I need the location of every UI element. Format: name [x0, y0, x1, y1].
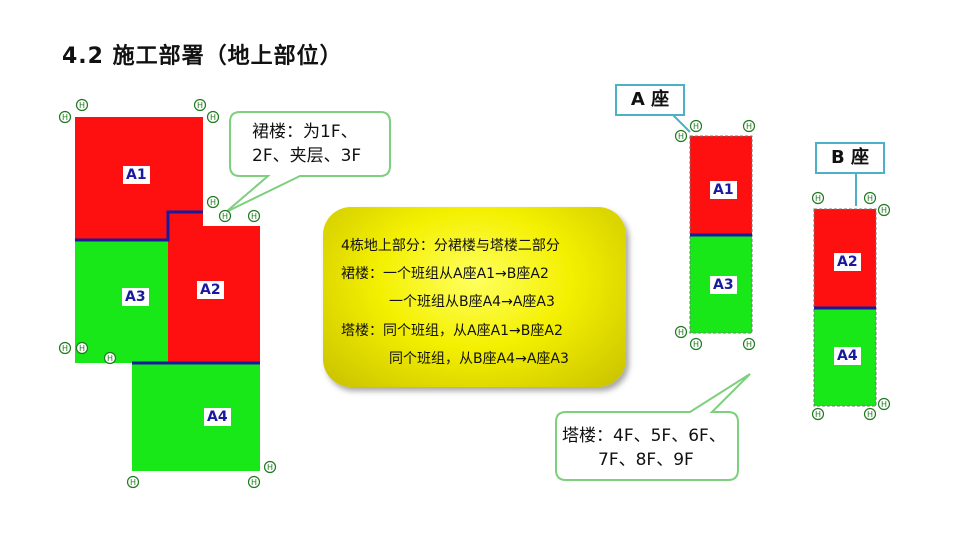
building-b-plan — [813, 208, 877, 407]
svg-text:H: H — [746, 340, 752, 349]
axis-marker: H — [863, 191, 877, 205]
page-title: 4.2 施工部署（地上部位） — [62, 44, 343, 69]
svg-text:H: H — [678, 132, 684, 141]
zone-label-bldg-a-a3: A3 — [710, 276, 737, 294]
callout-tower-line-2: 7F、8F、9F — [598, 450, 694, 470]
axis-marker: H — [58, 341, 72, 355]
callout-podium-text: 裙楼：为1F、 2F、夹层、3F — [252, 120, 361, 168]
callout-podium-bubble — [225, 111, 391, 213]
svg-text:H: H — [210, 198, 216, 207]
svg-text:H: H — [222, 212, 228, 221]
building-a-plan — [689, 135, 753, 334]
zone-label-bldg-a-a1: A1 — [710, 181, 737, 199]
svg-text:H: H — [107, 354, 113, 363]
zone-label-left-a3: A3 — [122, 288, 149, 306]
summary-line-4: 塔楼：同个班组，从A座A1→B座A2 — [341, 323, 563, 339]
callout-podium-line-1: 裙楼：为1F、 — [252, 122, 358, 142]
svg-text:H: H — [867, 194, 873, 203]
tag-block-b: B 座 — [815, 142, 885, 174]
svg-text:H: H — [678, 328, 684, 337]
summary-line-1: 4栋地上部分：分裙楼与塔楼二部分 — [341, 238, 560, 254]
svg-text:H: H — [62, 113, 68, 122]
svg-text:H: H — [251, 212, 257, 221]
axis-marker: H — [247, 209, 261, 223]
zone-label-left-a4: A4 — [204, 408, 231, 426]
svg-text:H: H — [62, 344, 68, 353]
zone-label-bldg-b-a4: A4 — [834, 347, 861, 365]
axis-marker: H — [75, 98, 89, 112]
summary-line-3: 一个班组从B座A4→A座A3 — [389, 294, 555, 310]
summary-line-5: 同个班组，从B座A4→A座A3 — [389, 351, 569, 367]
axis-marker: H — [877, 397, 891, 411]
axis-marker: H — [811, 191, 825, 205]
zone-left-a4-shape — [132, 363, 260, 471]
svg-text:H: H — [79, 101, 85, 110]
svg-text:H: H — [210, 113, 216, 122]
summary-panel: 4栋地上部分：分裙楼与塔楼二部分 裙楼：一个班组从A座A1→B座A2 一个班组从… — [323, 207, 626, 387]
svg-text:H: H — [251, 478, 257, 487]
summary-line-2: 裙楼：一个班组从A座A1→B座A2 — [341, 266, 549, 282]
axis-marker: H — [811, 407, 825, 421]
axis-marker: H — [206, 195, 220, 209]
axis-marker: H — [193, 98, 207, 112]
axis-marker: H — [689, 337, 703, 351]
svg-text:H: H — [881, 400, 887, 409]
svg-text:H: H — [197, 101, 203, 110]
axis-marker: H — [674, 325, 688, 339]
zone-label-left-a1: A1 — [123, 166, 150, 184]
axis-marker: H — [877, 203, 891, 217]
callout-tower-line-1: 塔楼：4F、5F、6F、 — [562, 426, 726, 446]
callout-tower-text: 塔楼：4F、5F、6F、 7F、8F、9F — [562, 424, 734, 472]
left-plan — [75, 117, 260, 471]
svg-text:H: H — [815, 194, 821, 203]
axis-marker: H — [263, 460, 277, 474]
tag-block-a: A 座 — [615, 84, 685, 116]
axis-marker: H — [689, 119, 703, 133]
axis-marker: H — [742, 119, 756, 133]
callout-podium-line-2: 2F、夹层、3F — [252, 146, 362, 166]
tag-a-connector — [671, 113, 691, 133]
axis-marker: H — [247, 475, 261, 489]
axis-marker: H — [75, 341, 89, 355]
svg-text:H: H — [881, 206, 887, 215]
svg-text:H: H — [130, 478, 136, 487]
zone-label-left-a2: A2 — [197, 281, 224, 299]
svg-text:H: H — [693, 340, 699, 349]
svg-text:H: H — [815, 410, 821, 419]
axis-marker: H — [58, 110, 72, 124]
zone-label-bldg-b-a2: A2 — [834, 253, 861, 271]
axis-marker: H — [742, 337, 756, 351]
axis-marker: H — [863, 407, 877, 421]
zone-left-a3-shape — [75, 240, 168, 363]
axis-marker: H — [206, 110, 220, 124]
svg-text:H: H — [693, 122, 699, 131]
svg-text:H: H — [746, 122, 752, 131]
svg-text:H: H — [79, 344, 85, 353]
svg-text:H: H — [867, 410, 873, 419]
callout-tower-bubble — [555, 373, 751, 481]
axis-marker: H — [103, 351, 117, 365]
axis-marker: H — [218, 209, 232, 223]
axis-marker: H — [126, 475, 140, 489]
divider-line-left — [75, 210, 203, 242]
svg-text:H: H — [267, 463, 273, 472]
axis-marker: H — [674, 129, 688, 143]
